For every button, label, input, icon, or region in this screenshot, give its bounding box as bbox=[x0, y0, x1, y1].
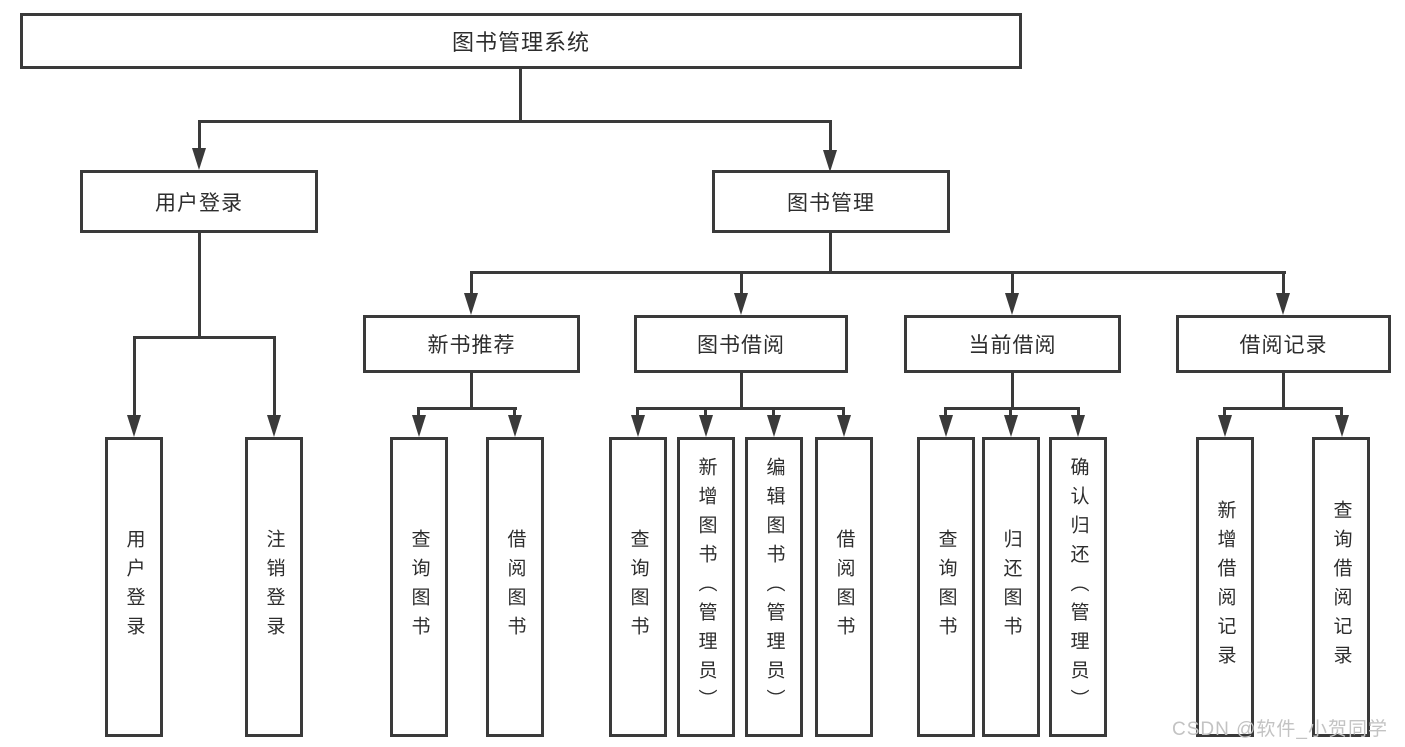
connector-line bbox=[944, 407, 1080, 410]
csdn-watermark: CSDN @软件_小贺同学 bbox=[1172, 719, 1388, 740]
connector-line bbox=[842, 407, 845, 419]
connector-line bbox=[470, 271, 473, 296]
connector-line bbox=[1011, 373, 1014, 410]
connector-line bbox=[470, 373, 473, 410]
connector-line bbox=[273, 336, 276, 417]
leaf-add-borrow-record: 新增借阅记录 bbox=[1196, 437, 1254, 737]
connector-line bbox=[198, 120, 201, 152]
arrow-down-icon bbox=[192, 148, 206, 170]
leaf-query-books-borrow: 查询图书 bbox=[609, 437, 667, 737]
connector-line bbox=[133, 336, 136, 417]
arrow-down-icon bbox=[734, 293, 748, 315]
connector-line bbox=[1282, 373, 1285, 410]
connector-line bbox=[636, 407, 845, 410]
arrow-down-icon bbox=[127, 415, 141, 437]
node-new-book-recommend: 新书推荐 bbox=[363, 315, 580, 373]
connector-line bbox=[704, 407, 707, 419]
leaf-user-login: 用户登录 bbox=[105, 437, 163, 737]
node-current-borrowing: 当前借阅 bbox=[904, 315, 1121, 373]
connector-line bbox=[519, 69, 522, 121]
node-book-borrowing: 图书借阅 bbox=[634, 315, 848, 373]
arrow-down-icon bbox=[823, 150, 837, 172]
connector-line bbox=[944, 407, 947, 419]
arrow-down-icon bbox=[1005, 293, 1019, 315]
arrow-down-icon bbox=[1218, 415, 1232, 437]
connector-line bbox=[1223, 407, 1226, 419]
connector-line bbox=[740, 271, 743, 296]
node-book-management: 图书管理 bbox=[712, 170, 950, 233]
connector-line bbox=[772, 407, 775, 419]
arrow-down-icon bbox=[939, 415, 953, 437]
node-user-login: 用户登录 bbox=[80, 170, 318, 233]
connector-line bbox=[198, 120, 832, 123]
leaf-query-books-current: 查询图书 bbox=[917, 437, 975, 737]
connector-line bbox=[198, 233, 201, 338]
node-root-library-system: 图书管理系统 bbox=[20, 13, 1022, 69]
connector-line bbox=[133, 336, 276, 339]
arrow-down-icon bbox=[1276, 293, 1290, 315]
arrow-down-icon bbox=[267, 415, 281, 437]
arrow-down-icon bbox=[767, 415, 781, 437]
arrow-down-icon bbox=[699, 415, 713, 437]
arrow-down-icon bbox=[1004, 415, 1018, 437]
arrow-down-icon bbox=[1071, 415, 1085, 437]
arrow-down-icon bbox=[1335, 415, 1349, 437]
connector-line bbox=[829, 120, 832, 152]
leaf-logout: 注销登录 bbox=[245, 437, 303, 737]
connector-line bbox=[1077, 407, 1080, 419]
connector-line bbox=[513, 407, 516, 419]
connector-line bbox=[1009, 407, 1012, 419]
connector-line bbox=[1282, 271, 1285, 296]
leaf-confirm-return-admin: 确认归还（管理员） bbox=[1049, 437, 1107, 737]
connector-line bbox=[470, 271, 1286, 274]
arrow-down-icon bbox=[464, 293, 478, 315]
arrow-down-icon bbox=[508, 415, 522, 437]
connector-line bbox=[829, 233, 832, 274]
leaf-query-books-recommend: 查询图书 bbox=[390, 437, 448, 737]
connector-line bbox=[1340, 407, 1343, 419]
leaf-query-borrow-record: 查询借阅记录 bbox=[1312, 437, 1370, 737]
node-borrow-records: 借阅记录 bbox=[1176, 315, 1391, 373]
connector-line bbox=[417, 407, 420, 419]
connector-line bbox=[740, 373, 743, 410]
leaf-borrow-books-recommend: 借阅图书 bbox=[486, 437, 544, 737]
leaf-edit-books-admin: 编辑图书（管理员） bbox=[745, 437, 803, 737]
connector-line bbox=[1011, 271, 1014, 296]
leaf-return-books: 归还图书 bbox=[982, 437, 1040, 737]
connector-line bbox=[417, 407, 517, 410]
arrow-down-icon bbox=[837, 415, 851, 437]
connector-line bbox=[636, 407, 639, 419]
arrow-down-icon bbox=[412, 415, 426, 437]
arrow-down-icon bbox=[631, 415, 645, 437]
leaf-borrow-books: 借阅图书 bbox=[815, 437, 873, 737]
connector-line bbox=[1223, 407, 1343, 410]
leaf-add-books-admin: 新增图书（管理员） bbox=[677, 437, 735, 737]
